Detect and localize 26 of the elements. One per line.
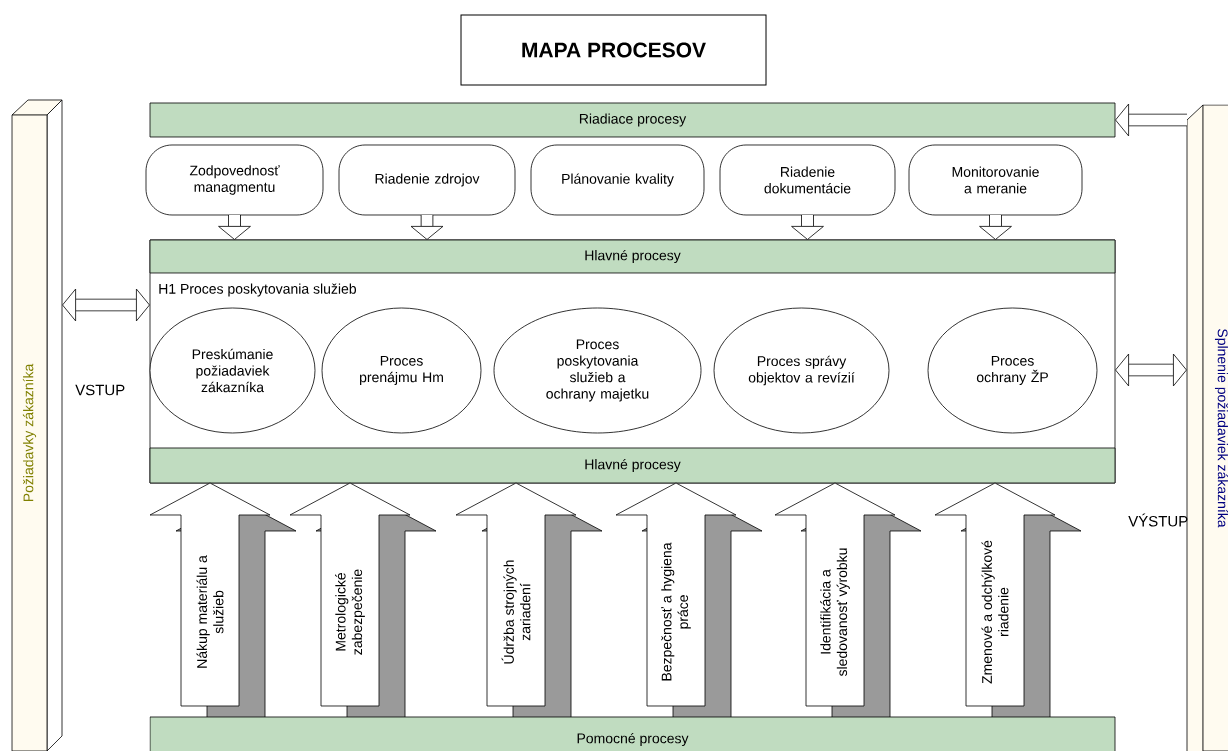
block-arrow <box>791 215 824 240</box>
process-box: Metrologické zabezpečenie <box>289 482 437 723</box>
block-arrow <box>979 215 1012 240</box>
process-box: Riadenie zdrojov <box>338 144 516 216</box>
process-box: Monitorovanie a meranie <box>908 144 1083 216</box>
process-box: Bezpečnosť a hygiena práce <box>615 482 763 723</box>
block-arrow <box>218 215 251 240</box>
process-box: Zodpovednosť managmentu <box>145 144 324 216</box>
title-box: MAPA PROCESOV <box>460 14 767 86</box>
side-label: VSTUP <box>75 384 125 396</box>
band: Riadiace procesy <box>149 102 1116 138</box>
side-label: VÝSTUP <box>1128 513 1188 527</box>
band: Hlavné procesy <box>149 239 1116 274</box>
block-arrow <box>62 288 150 322</box>
process-box: Zmenové a odchýlkové riadenie <box>934 482 1082 723</box>
process-box: Údržba strojných zariadení <box>455 482 603 723</box>
process-box: Nákup materiálu a služieb <box>149 482 297 723</box>
process-box: Riadenie dokumentácie <box>719 144 896 216</box>
block-arrow <box>1115 353 1187 387</box>
process-box: Plánovanie kvality <box>530 144 705 216</box>
band: Hlavné procesy <box>149 447 1116 484</box>
block-arrow <box>410 215 444 240</box>
side-bar: Požiadavky zákazníka <box>11 99 63 751</box>
band: Pomocné procesy <box>149 716 1116 751</box>
block-arrow <box>1115 103 1187 137</box>
process-box: Identifikácia a sledovanosť výrobku <box>774 482 922 723</box>
